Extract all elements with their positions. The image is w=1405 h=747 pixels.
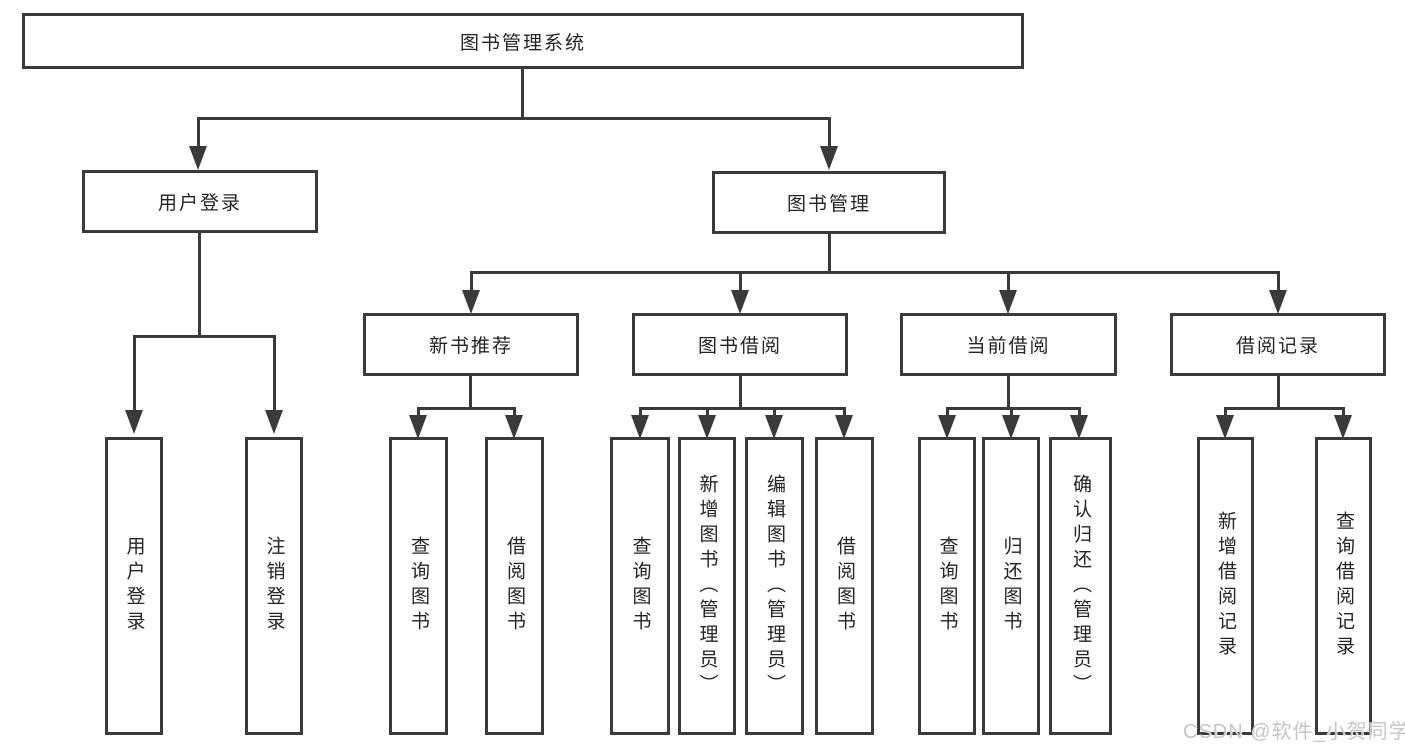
leaf-logout: 注销登录 xyxy=(245,437,303,735)
edge-line xyxy=(946,407,1081,410)
leaf-borrow-books-2-label: 借阅图书 xyxy=(834,536,855,636)
edge-line xyxy=(273,335,276,412)
arrow-down-icon xyxy=(999,290,1017,314)
leaf-return-books-label: 归还图书 xyxy=(1000,536,1022,636)
csdn-watermark: CSDN @软件_小贺同学 xyxy=(1183,721,1405,743)
edge-line xyxy=(1007,271,1010,293)
node-borrow-records-label: 借阅记录 xyxy=(1235,336,1320,357)
arrow-down-icon xyxy=(125,410,143,434)
edge-line xyxy=(739,376,742,410)
leaf-confirm-return-admin-label: 确认归还（管理员） xyxy=(1070,473,1091,699)
edge-line xyxy=(470,271,1279,274)
leaf-logout-label: 注销登录 xyxy=(263,536,285,636)
arrow-down-icon xyxy=(631,415,649,439)
edge-line xyxy=(739,271,742,293)
node-root-label: 图书管理系统 xyxy=(459,32,586,54)
edge-line xyxy=(1078,407,1081,419)
edge-line xyxy=(639,407,642,419)
leaf-confirm-return-admin: 确认归还（管理员） xyxy=(1049,437,1112,735)
arrow-down-icon xyxy=(189,146,207,170)
node-current-borrow: 当前借阅 xyxy=(900,313,1117,376)
edge-line xyxy=(1277,376,1280,410)
leaf-return-books: 归还图书 xyxy=(982,437,1040,735)
leaf-query-books-1: 查询图书 xyxy=(389,437,448,735)
arrow-down-icon xyxy=(409,415,427,439)
arrow-down-icon xyxy=(835,415,853,439)
edge-line xyxy=(1007,376,1010,410)
arrow-down-icon xyxy=(1269,290,1287,314)
leaf-borrow-books-2: 借阅图书 xyxy=(815,437,874,735)
edge-line xyxy=(828,117,831,148)
edge-line xyxy=(417,407,420,419)
leaf-borrow-books-1: 借阅图书 xyxy=(485,437,544,735)
arrow-down-icon xyxy=(765,415,783,439)
arrow-down-icon xyxy=(265,410,283,434)
edge-line xyxy=(828,234,831,274)
node-book-management-label: 图书管理 xyxy=(786,194,871,215)
edge-line xyxy=(843,407,846,419)
leaf-query-books-1-label: 查询图书 xyxy=(408,536,429,636)
leaf-query-books-2: 查询图书 xyxy=(610,437,670,735)
leaf-query-books-3: 查询图书 xyxy=(918,437,976,735)
node-new-book-recommend-label: 新书推荐 xyxy=(428,336,513,357)
edge-line xyxy=(1277,271,1280,293)
edge-line xyxy=(133,335,276,338)
edge-line xyxy=(513,407,516,419)
edge-line xyxy=(1342,407,1345,419)
edge-line xyxy=(133,335,136,412)
edge-line xyxy=(1224,407,1227,419)
node-new-book-recommend: 新书推荐 xyxy=(363,313,579,376)
edge-line xyxy=(198,233,201,338)
arrow-down-icon xyxy=(731,290,749,314)
edge-line xyxy=(706,407,709,419)
leaf-query-borrow-record: 查询借阅记录 xyxy=(1315,437,1372,735)
leaf-borrow-books-1-label: 借阅图书 xyxy=(504,536,525,636)
edge-line xyxy=(197,117,831,120)
arrow-down-icon xyxy=(1216,415,1234,439)
node-book-borrow: 图书借阅 xyxy=(632,313,848,376)
leaf-user-login-label: 用户登录 xyxy=(123,536,145,636)
edge-line xyxy=(197,117,200,148)
edge-line xyxy=(521,69,524,119)
edge-line xyxy=(1224,407,1344,410)
leaf-add-borrow-record: 新增借阅记录 xyxy=(1197,437,1254,735)
node-user-login-label: 用户登录 xyxy=(157,193,242,214)
arrow-down-icon xyxy=(820,146,838,170)
leaf-query-books-2-label: 查询图书 xyxy=(629,536,651,636)
leaf-user-login: 用户登录 xyxy=(105,437,163,735)
leaf-add-books-admin-label: 新增图书（管理员） xyxy=(696,473,718,699)
leaf-add-borrow-record-label: 新增借阅记录 xyxy=(1215,511,1236,661)
edge-line xyxy=(773,407,776,419)
arrow-down-icon xyxy=(505,415,523,439)
arrow-down-icon xyxy=(1334,415,1352,439)
leaf-add-books-admin: 新增图书（管理员） xyxy=(678,437,736,735)
leaf-edit-books-admin: 编辑图书（管理员） xyxy=(745,437,804,735)
edge-line xyxy=(1010,407,1013,419)
leaf-query-books-3-label: 查询图书 xyxy=(936,536,958,636)
edge-line xyxy=(469,376,472,410)
arrow-down-icon xyxy=(938,415,956,439)
arrow-down-icon xyxy=(698,415,716,439)
edge-line xyxy=(470,271,473,293)
node-user-login: 用户登录 xyxy=(82,170,318,233)
leaf-edit-books-admin-label: 编辑图书（管理员） xyxy=(764,473,785,699)
arrow-down-icon xyxy=(462,290,480,314)
leaf-query-borrow-record-label: 查询借阅记录 xyxy=(1333,511,1354,661)
node-book-borrow-label: 图书借阅 xyxy=(697,336,782,357)
node-borrow-records: 借阅记录 xyxy=(1170,313,1386,376)
arrow-down-icon xyxy=(1002,415,1020,439)
arrow-down-icon xyxy=(1070,415,1088,439)
edge-line xyxy=(946,407,949,419)
node-book-management: 图书管理 xyxy=(712,171,946,234)
edge-line xyxy=(639,407,845,410)
node-current-borrow-label: 当前借阅 xyxy=(966,336,1051,357)
edge-line xyxy=(417,407,516,410)
node-root: 图书管理系统 xyxy=(22,13,1024,69)
